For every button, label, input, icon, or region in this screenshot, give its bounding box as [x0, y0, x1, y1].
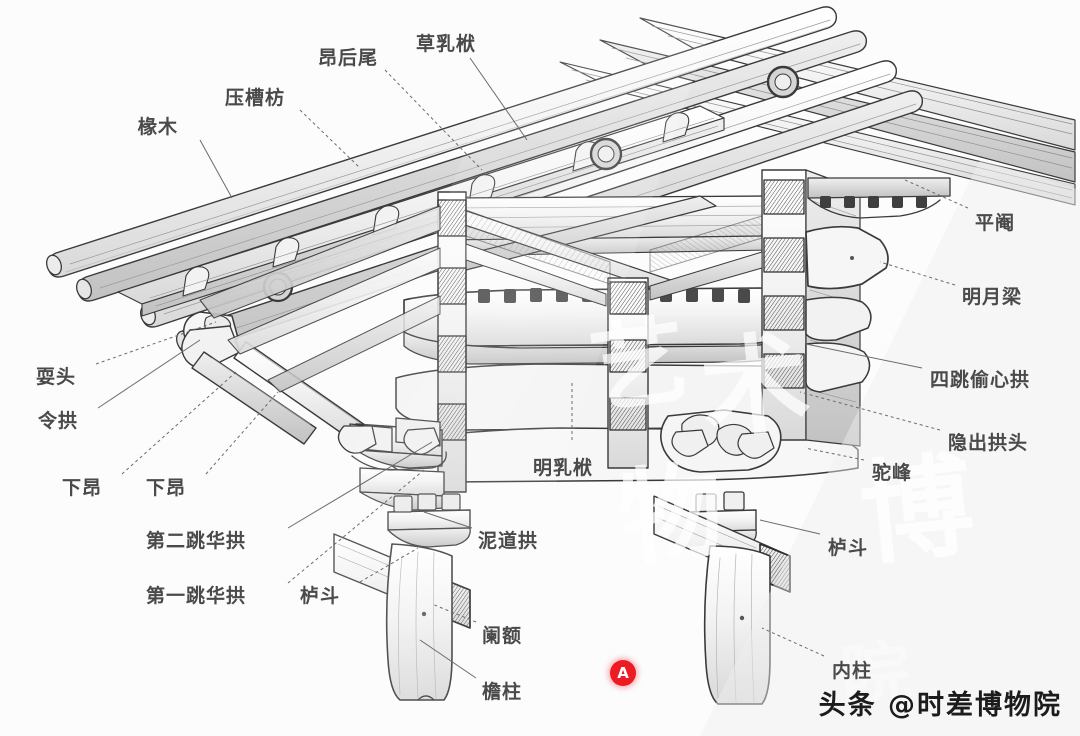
leader-caorufu — [469, 57, 528, 141]
leader-lan-e — [431, 603, 477, 623]
label-diyitiaohuagong: 第一跳华拱 — [146, 585, 247, 607]
label-xiaang-1: 下昂 — [62, 477, 103, 499]
leader-neizhu — [761, 627, 825, 657]
label-ludou-left: 栌斗 — [300, 585, 341, 607]
leader-linggong — [97, 339, 201, 409]
label-yacaofang: 压槽枋 — [225, 87, 286, 109]
leader-lines — [95, 57, 969, 679]
badge-letter: A — [617, 664, 629, 682]
leader-xiaang-2 — [205, 391, 279, 475]
label-tuofeng: 驼峰 — [872, 462, 913, 484]
attribution-text: 头条 @时差博物院 — [818, 690, 1062, 721]
leader-ludou-right — [759, 519, 821, 535]
label-mingrufu: 明乳栿 — [533, 457, 594, 479]
label-sitiaotouxingong: 四跳偷心拱 — [930, 369, 1031, 391]
leader-mingyueliang — [879, 261, 956, 286]
label-diertiaohuagong: 第二跳华拱 — [146, 530, 247, 552]
right-column-assembly — [653, 495, 791, 705]
label-mingyueliang: 明月梁 — [962, 286, 1023, 308]
label-lan-e: 阑额 — [482, 625, 523, 647]
label-pingan: 平阉 — [975, 212, 1016, 234]
label-ludou-right: 栌斗 — [828, 537, 869, 559]
leader-chuanmu — [199, 139, 233, 199]
label-xiaang-2: 下昂 — [146, 477, 187, 499]
mingyueliang-right — [805, 225, 889, 393]
label-nidaogong: 泥道拱 — [478, 530, 539, 552]
leader-yacaofang — [299, 109, 361, 169]
label-caorufu: 草乳栿 — [416, 33, 477, 55]
pingan-soffit — [807, 177, 951, 219]
leader-tuofeng — [804, 447, 865, 461]
label-shuatou: 耍头 — [36, 366, 77, 388]
leader-yinchugongtou — [799, 391, 941, 431]
leader-ludou-left — [359, 547, 419, 583]
leader-nidaogong — [423, 511, 473, 529]
label-linggong: 令拱 — [38, 410, 79, 432]
leader-yanzhu — [419, 639, 477, 679]
leader-diertiaohuagong — [287, 441, 433, 529]
leader-sitiaotouxingong — [805, 343, 923, 369]
leader-xiaang-1 — [121, 371, 237, 475]
label-yinchugongtou: 隐出拱头 — [948, 432, 1029, 454]
label-chuanmu: 椽木 — [138, 116, 179, 138]
leader-anghouwei — [384, 69, 483, 171]
marker-badge-a[interactable]: A — [610, 660, 636, 686]
label-yanzhu: 檐柱 — [482, 681, 523, 703]
label-anghouwei: 昂后尾 — [318, 47, 379, 69]
label-neizhu: 内柱 — [832, 660, 873, 682]
